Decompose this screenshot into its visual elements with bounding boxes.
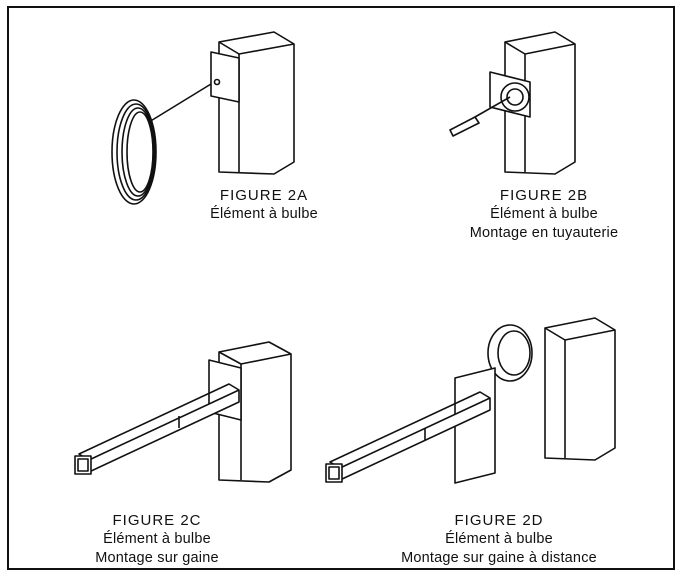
figure-2a-label: FIGURE 2A bbox=[219, 187, 309, 204]
figure-2c-label: FIGURE 2C bbox=[112, 512, 202, 529]
figure-2d-line-1: Élément à bulbe bbox=[445, 531, 553, 547]
figure-2c-illustration bbox=[74, 341, 292, 483]
figure-2d-caption: FIGURE 2D Élément à bulbe Montage sur ga… bbox=[379, 511, 619, 568]
figure-2b-line-1: Élément à bulbe bbox=[490, 206, 598, 222]
figure-2c-caption: FIGURE 2C Élément à bulbe Montage sur ga… bbox=[57, 511, 257, 568]
figure-2a-illustration bbox=[111, 31, 295, 205]
figure-2d-line-2: Montage sur gaine à distance bbox=[401, 550, 597, 566]
figure-2a-line-1: Élément à bulbe bbox=[210, 206, 318, 222]
figure-2b-line-2: Montage en tuyauterie bbox=[469, 225, 619, 241]
figure-2d-label: FIGURE 2D bbox=[454, 512, 544, 529]
figure-2c-line-2: Montage sur gaine bbox=[95, 550, 219, 566]
figure-2b-illustration bbox=[449, 31, 576, 175]
figure-2a-caption: FIGURE 2A Élément à bulbe bbox=[189, 186, 339, 224]
figure-frame: FIGURE 2A Élément à bulbe FIGURE 2B Élém… bbox=[7, 6, 675, 570]
figure-2d-illustration bbox=[325, 317, 616, 484]
figure-2b-label: FIGURE 2B bbox=[499, 187, 589, 204]
figure-2c-line-1: Élément à bulbe bbox=[103, 531, 211, 547]
figure-2b-caption: FIGURE 2B Élément à bulbe Montage en tuy… bbox=[439, 186, 649, 243]
